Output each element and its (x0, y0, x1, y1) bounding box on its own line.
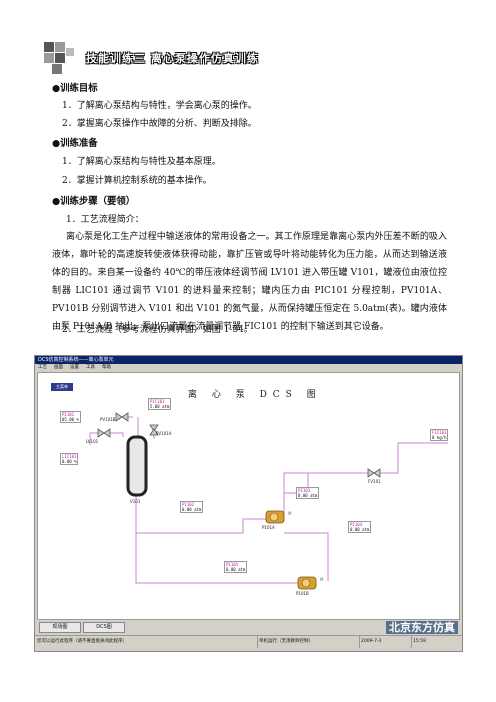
tag-pic101[interactable]: PIC101 5.00 atm (148, 398, 172, 410)
label-v101: V101 (130, 499, 141, 504)
main-menu-button[interactable]: 主菜单 (51, 383, 73, 391)
tag-lic101[interactable]: LIC101 0.00 % (60, 453, 79, 465)
menu-item-settings[interactable]: 设置 (70, 365, 79, 370)
discharge-pipe-b (284, 532, 329, 581)
tag-pi101[interactable]: PI101 05.00 % (60, 411, 81, 423)
prep-item-1: 1．了解离心泵结构与特性及基本原理。 (62, 157, 221, 167)
process-description: 离心泵是化工生产过程中输送液体的常用设备之一。其工作原理是靠离心泵内外压差不断的… (52, 232, 447, 332)
label-pv101b: PV101B (100, 417, 116, 422)
label-p101a: P101A (262, 525, 275, 530)
menu-bar: 工艺 画面 设置 工具 帮助 (35, 364, 462, 371)
steps-sub-2: 2．工艺流程（参考流程仿真界面）如图 1-34。 (62, 325, 253, 335)
valve-pv101a (149, 424, 159, 432)
cube-stack-icon (44, 42, 74, 74)
menu-item-process[interactable]: 工艺 (38, 365, 47, 370)
tag-pi105[interactable]: PI105 0.00 atm (224, 561, 248, 573)
pump-p101b (297, 576, 317, 590)
status-mode: 单机运行（无须教师控制） (257, 636, 360, 648)
tag-pi103[interactable]: PI103 0.00 atm (296, 487, 320, 499)
suction-pipe-a (135, 493, 270, 534)
brand-logo-text: 北京东方仿真 (386, 621, 458, 634)
status-message: 您可以运行此程序（请不要直接关闭此程序） (35, 636, 258, 648)
window-title-bar: DCS仿真控制系统——离心泵单元 (35, 356, 462, 364)
menu-item-tools[interactable]: 工具 (86, 365, 95, 370)
pump-p101a (265, 510, 285, 524)
valve-pv101b (115, 412, 123, 422)
tag-pi102[interactable]: PI102 0.00 atm (180, 501, 204, 513)
valve-lv101 (97, 428, 105, 438)
valve-lv101-2 (103, 428, 111, 438)
document-title-block: 技能训练三 离心泵操作仿真训练 (42, 40, 292, 74)
goal-item-2: 2．掌握离心泵操作中故障的分析、判断及排除。 (62, 119, 257, 129)
process-flow-diagram (89, 412, 448, 590)
status-time: 15:59 (413, 639, 426, 644)
valve-pv101a-2 (149, 428, 159, 436)
tank-v101 (126, 435, 148, 497)
menu-item-view[interactable]: 画面 (54, 365, 63, 370)
label-lv101: LV101 (86, 439, 99, 444)
steps-sub-1: 1．工艺流程简介： (66, 215, 144, 225)
section-heading-prep: ●训练准备 (52, 138, 98, 149)
label-pv101a: PV101A (156, 431, 172, 436)
tag-fic101[interactable]: FIC101 0 kg/h (430, 429, 449, 441)
dcs-canvas: 主菜单 离 心 泵 DCS 图 (37, 372, 460, 620)
tab-field-view[interactable]: 现场图 (39, 622, 81, 633)
label-fv101: FV101 (368, 479, 381, 484)
outlet-pipe (397, 442, 448, 467)
bottom-tab-bar: 现场图 DCS图 北京东方仿真 (35, 621, 462, 634)
section-heading-goal: ●训练目标 (52, 83, 98, 94)
motor-label-a: M (288, 511, 292, 516)
tab-dcs-view[interactable]: DCS图 (83, 622, 125, 633)
suction-pipe-b (135, 533, 300, 584)
valve-fv101-2 (373, 468, 381, 478)
status-date: 2009-7-3 (359, 636, 412, 648)
page-title: 技能训练三 离心泵操作仿真训练 (86, 52, 259, 65)
dcs-screenshot: DCS仿真控制系统——离心泵单元 工艺 画面 设置 工具 帮助 主菜单 离 心 泵 DC… (34, 355, 463, 652)
label-p101b: P101B (296, 591, 309, 596)
goal-item-1: 1．了解离心泵结构与特性，学会离心泵的操作。 (62, 101, 257, 111)
tag-pi104[interactable]: PI104 0.00 atm (348, 521, 372, 533)
valve-pv101b-2 (121, 412, 129, 422)
valve-fv101 (367, 468, 375, 478)
status-bar: 您可以运行此程序（请不要直接关闭此程序） 单机运行（无须教师控制） 2009-7… (35, 635, 462, 648)
prep-item-2: 2．掌握计算机控制系统的基本操作。 (62, 176, 212, 186)
motor-label-b: M (320, 577, 324, 582)
menu-item-help[interactable]: 帮助 (102, 365, 111, 370)
dcs-diagram-title: 离 心 泵 DCS 图 (188, 390, 322, 400)
section-heading-steps: ●训练步骤（要领） (52, 196, 136, 207)
